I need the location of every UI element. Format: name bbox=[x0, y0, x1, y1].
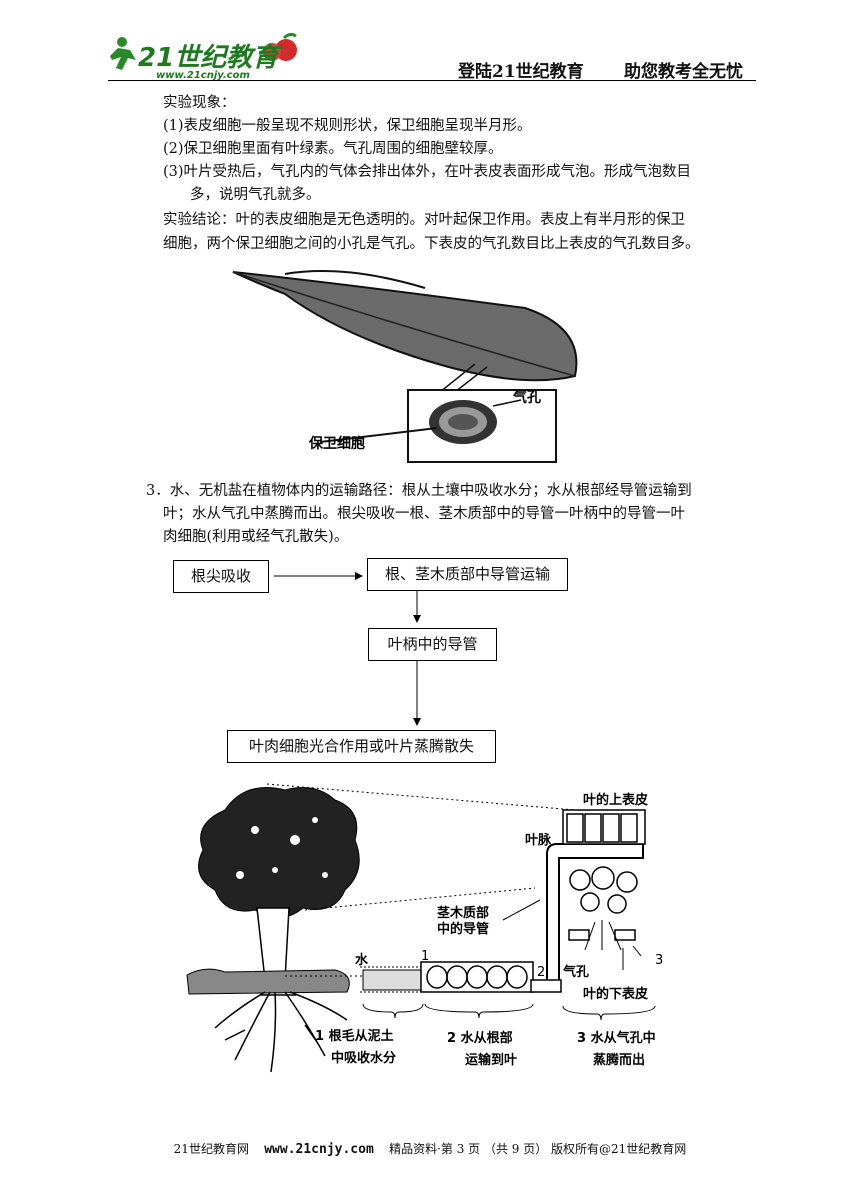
conclusion-line: 细胞，两个保卫细胞之间的小孔是气孔。下表皮的气孔数目比上表皮的气孔数目多。 bbox=[163, 236, 700, 252]
observation-item: (3)叶片受热后，气孔内的气体会排出体外，在叶表皮表面形成气泡。形成气泡数目 bbox=[163, 164, 692, 180]
label-num1: 1 bbox=[421, 949, 429, 964]
label-stoma-tree: 气孔 bbox=[563, 964, 589, 980]
caption2-line2: 运输到叶 bbox=[465, 1052, 517, 1068]
flow-box-root-tip: 根尖吸收 bbox=[173, 560, 269, 593]
footer-url[interactable]: www.21cnjy.com bbox=[264, 1142, 374, 1157]
caption3-line2: 蒸腾而出 bbox=[593, 1052, 645, 1068]
observation-item: (1)表皮细胞一般呈现不规则形状，保卫细胞呈现半月形。 bbox=[163, 118, 532, 134]
observation-item: (2)保卫细胞里面有叶绿素。气孔周围的细胞壁较厚。 bbox=[163, 141, 503, 157]
leaf-stoma-figure: 气孔 保卫细胞 bbox=[232, 270, 578, 463]
label-upper-epidermis: 叶的上表皮 bbox=[583, 792, 648, 808]
caption2-line1: 2 水从根部 bbox=[447, 1030, 513, 1046]
leaf-cells bbox=[562, 809, 646, 941]
label-water: 水 bbox=[355, 952, 369, 968]
footer-site: 21世纪教育网 bbox=[173, 1142, 249, 1156]
label-lower-epidermis: 叶的下表皮 bbox=[583, 986, 648, 1002]
header-divider bbox=[108, 80, 756, 81]
label-xylem-1: 茎木质部 bbox=[437, 905, 489, 921]
label-guard-cell: 保卫细胞 bbox=[308, 435, 365, 452]
tree-transport-figure: 叶的上表皮 叶脉 茎木质部 中的导管 水 1 2 3 气孔 叶的下表皮 1 根毛… bbox=[186, 783, 663, 1073]
flow-box-xylem: 根、茎木质部中导管运输 bbox=[367, 558, 568, 591]
header-slogan-left: 登陆21世纪教育 bbox=[458, 62, 584, 82]
flow-arrows bbox=[274, 572, 421, 726]
logo-url: www.21cnjy.com bbox=[156, 70, 250, 81]
caption1-line1: 1 根毛从泥土 bbox=[315, 1028, 394, 1044]
logo: 21世纪教育 www.21cnjy.com bbox=[110, 32, 297, 81]
footer-text: 精品资料·第 3 页 （共 9 页） 版权所有@21世纪教育网 bbox=[389, 1142, 687, 1156]
label-num2: 2 bbox=[537, 965, 545, 980]
logo-text: 21世纪教育 bbox=[138, 43, 282, 73]
conclusion-line: 实验结论：叶的表皮细胞是无色透明的。对叶起保卫作用。表皮上有半月形的保卫 bbox=[163, 212, 685, 228]
transport-paragraph-line: 3．水、无机盐在植物体内的运输路径：根从土壤中吸收水分；水从根部经导管运输到 bbox=[146, 483, 692, 499]
observation-item: 多，说明气孔就多。 bbox=[190, 187, 321, 203]
tree-roots bbox=[214, 991, 348, 1073]
transport-paragraph-line: 肉细胞(利用或经气孔散失)。 bbox=[163, 529, 349, 545]
caption3-line1: 3 水从气孔中 bbox=[577, 1030, 656, 1046]
footer: 21世纪教育网 www.21cnjy.com 精品资料·第 3 页 （共 9 页… bbox=[0, 1140, 860, 1157]
tree-canopy bbox=[198, 787, 360, 918]
transport-paragraph-line: 叶；水从气孔中蒸腾而出。根尖吸收一根、茎木质部中的导管一叶柄中的导管一叶 bbox=[163, 506, 685, 522]
header-slogan-right: 助您教考全无忧 bbox=[624, 62, 743, 82]
observation-heading: 实验现象： bbox=[163, 95, 236, 111]
label-leaf-vein: 叶脉 bbox=[525, 832, 552, 848]
label-xylem-2: 中的导管 bbox=[437, 921, 489, 937]
flow-box-petiole: 叶柄中的导管 bbox=[368, 628, 497, 661]
label-stoma: 气孔 bbox=[512, 389, 541, 406]
caption1-line2: 中吸收水分 bbox=[331, 1050, 396, 1066]
label-num3: 3 bbox=[655, 953, 663, 968]
flow-box-mesophyll: 叶肉细胞光合作用或叶片蒸腾散失 bbox=[227, 730, 496, 763]
